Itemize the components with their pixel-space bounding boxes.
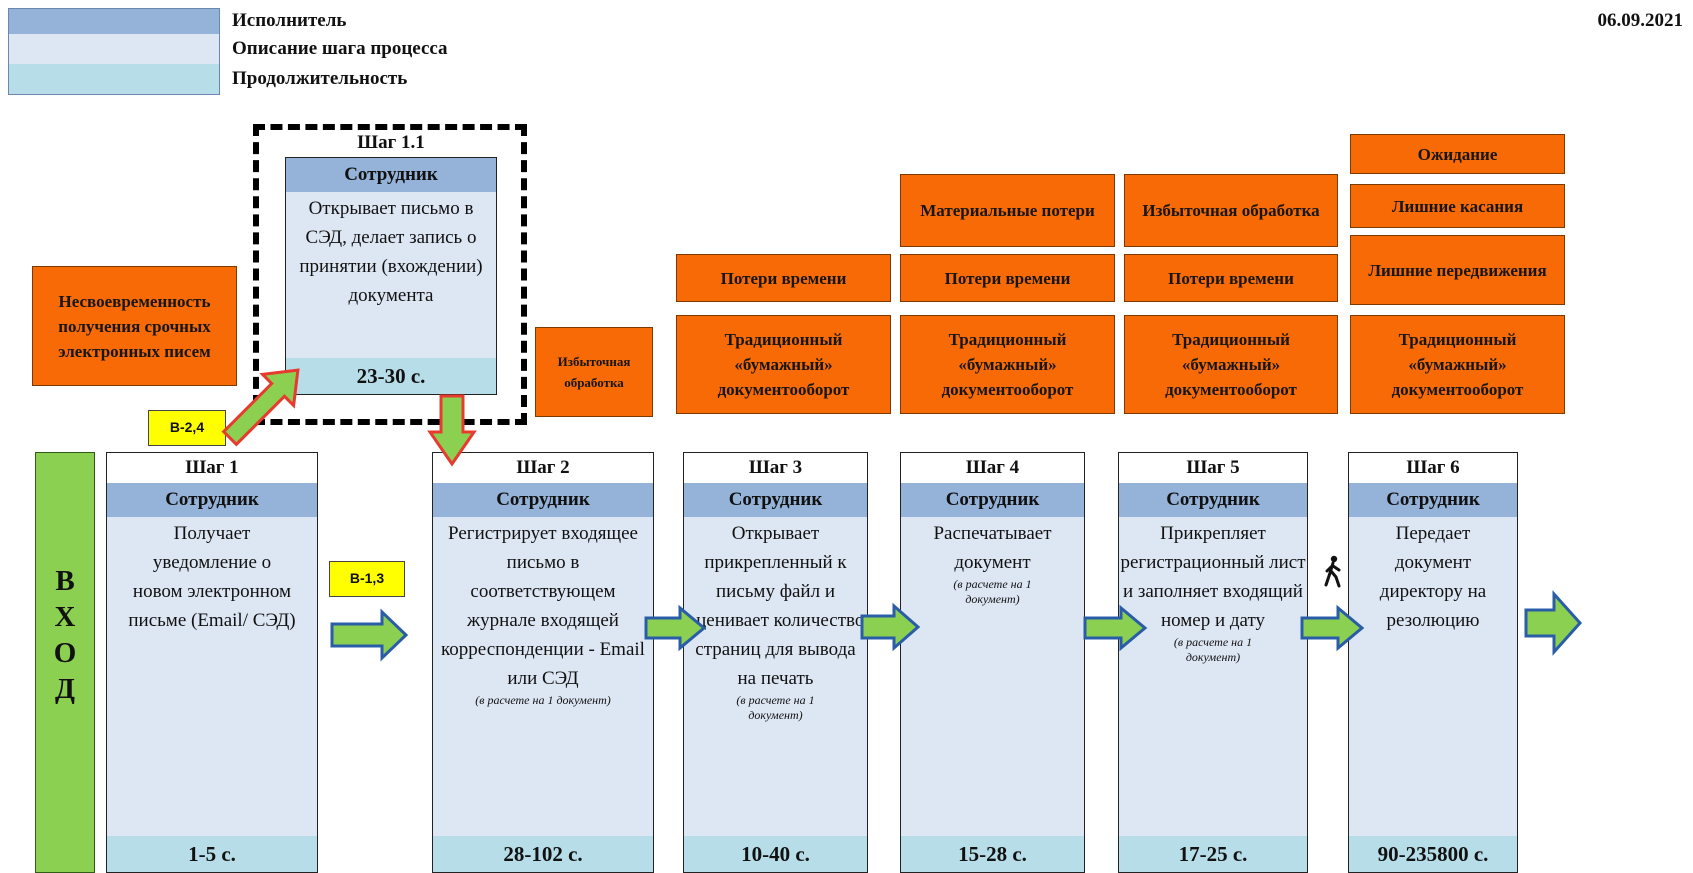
step-6-description: Передает документ директору на резолюцию bbox=[1379, 523, 1487, 631]
step-5-note: (в расчете на 1 документ) bbox=[1173, 635, 1253, 664]
step-1-1-card: Сотрудник Открывает письмо в СЭД, делает… bbox=[285, 157, 497, 395]
document-date: 06.09.2021 bbox=[1597, 10, 1684, 31]
issue-step6-touches: Лишние касания bbox=[1350, 184, 1565, 228]
badge-b24: В-2,4 bbox=[148, 410, 226, 446]
legend-swatch-duration bbox=[8, 64, 220, 95]
step-5-card: Шаг 5 Сотрудник Прикрепляет регистрацион… bbox=[1118, 452, 1308, 873]
step-5-title: Шаг 5 bbox=[1119, 453, 1307, 483]
step-4-title: Шаг 4 bbox=[901, 453, 1084, 483]
issue-step4-time: Потери времени bbox=[900, 254, 1115, 302]
step-5-description: Прикрепляет регистрационный лист и запол… bbox=[1119, 517, 1307, 665]
step-2-duration: 28-102 с. bbox=[433, 836, 653, 872]
input-letter: О bbox=[53, 637, 77, 669]
step-1-card: Шаг 1 Сотрудник Получает уведомление о н… bbox=[106, 452, 318, 873]
walking-person-icon bbox=[1322, 555, 1344, 588]
step-1-1-title: Шаг 1.1 bbox=[357, 132, 425, 153]
step-4-note: (в расчете на 1 документ) bbox=[953, 577, 1032, 606]
input-letter: В bbox=[55, 565, 75, 597]
step-2-description: Регистрирует входящее письмо в соответст… bbox=[433, 517, 653, 708]
issue-step5-excess: Избыточная обработка bbox=[1124, 174, 1338, 247]
branch-arrow-to-step-2 bbox=[427, 394, 477, 467]
step-5-role: Сотрудник bbox=[1119, 483, 1307, 517]
step-4-description-text: Распечатывает документ bbox=[933, 523, 1052, 573]
flow-arrow-5-6 bbox=[1300, 604, 1365, 652]
step-1-1-description: Открывает письмо в СЭД, делает запись о … bbox=[299, 198, 483, 306]
issue-step4-paper: Традиционный «бумажный» документооборот bbox=[900, 315, 1115, 414]
flow-arrow-6-next bbox=[1524, 590, 1583, 656]
step-6-title: Шаг 6 bbox=[1349, 453, 1517, 483]
flow-arrow-2-3 bbox=[644, 604, 707, 652]
step-1-title: Шаг 1 bbox=[107, 453, 317, 483]
issue-step5-time: Потери времени bbox=[1124, 254, 1338, 302]
input-letter: Х bbox=[54, 601, 76, 633]
step-1-role: Сотрудник bbox=[107, 483, 317, 517]
input-column: В Х О Д bbox=[35, 452, 95, 873]
step-3-description: Открывает прикрепленный к письму файл и … bbox=[684, 517, 867, 723]
step-4-card: Шаг 4 Сотрудник Распечатывает документ (… bbox=[900, 452, 1085, 873]
step-2-role: Сотрудник bbox=[433, 483, 653, 517]
flow-arrow-4-5 bbox=[1083, 604, 1148, 652]
step-1-duration: 1-5 с. bbox=[107, 836, 317, 872]
step-4-duration: 15-28 с. bbox=[901, 836, 1084, 872]
step-3-role: Сотрудник bbox=[684, 483, 867, 517]
legend-duration: Продолжительность bbox=[232, 68, 408, 89]
legend-swatch-description bbox=[8, 34, 220, 64]
issue-step4-material: Материальные потери bbox=[900, 174, 1115, 247]
step-3-note: (в расчете на 1 документ) bbox=[736, 693, 815, 722]
legend-performer: Исполнитель bbox=[232, 10, 347, 31]
step-1-description: Получает уведомление о новом электронном… bbox=[128, 523, 296, 631]
input-letter: Д bbox=[55, 673, 75, 705]
step-3-duration: 10-40 с. bbox=[684, 836, 867, 872]
step-4-description: Распечатывает документ (в расчете на 1 д… bbox=[901, 517, 1084, 607]
step-2-note: (в расчете на 1 документ) bbox=[475, 693, 611, 707]
step-1-1-frame bbox=[253, 124, 527, 425]
step-3-description-text: Открывает прикрепленный к письму файл и … bbox=[686, 523, 865, 689]
step-1-1-role: Сотрудник bbox=[286, 158, 496, 192]
step-6-role: Сотрудник bbox=[1349, 483, 1517, 517]
step-5-description-text: Прикрепляет регистрационный лист и запол… bbox=[1120, 523, 1306, 631]
issue-step6-movement: Лишние передвижения bbox=[1350, 235, 1565, 305]
step-2-card: Шаг 2 Сотрудник Регистрирует входящее пи… bbox=[432, 452, 654, 873]
step-5-duration: 17-25 с. bbox=[1119, 836, 1307, 872]
step-4-role: Сотрудник bbox=[901, 483, 1084, 517]
step-2-description-text: Регистрирует входящее письмо в соответст… bbox=[441, 523, 645, 689]
badge-b13: В-1,3 bbox=[329, 561, 405, 597]
flow-arrow-3-4 bbox=[860, 602, 921, 652]
legend-description: Описание шага процесса bbox=[232, 38, 448, 59]
flow-arrow-1-2 bbox=[330, 608, 409, 662]
legend-swatch-performer bbox=[8, 8, 220, 34]
step-6-card: Шаг 6 Сотрудник Передает документ директ… bbox=[1348, 452, 1518, 873]
step-3-card: Шаг 3 Сотрудник Открывает прикрепленный … bbox=[683, 452, 868, 873]
step-3-title: Шаг 3 bbox=[684, 453, 867, 483]
issue-step5-paper: Традиционный «бумажный» документооборот bbox=[1124, 315, 1338, 414]
issue-untimely: Несвоевременность получения срочных элек… bbox=[32, 266, 237, 386]
step-1-1-duration: 23-30 с. bbox=[286, 358, 496, 394]
step-6-duration: 90-235800 с. bbox=[1349, 836, 1517, 872]
issue-step3-paper: Традиционный «бумажный» документооборот bbox=[676, 315, 891, 414]
issue-step6-paper: Традиционный «бумажный» документооборот bbox=[1350, 315, 1565, 414]
branch-arrow-to-step-1-1 bbox=[221, 368, 300, 447]
issue-step6-wait: Ожидание bbox=[1350, 134, 1565, 174]
step-2-title: Шаг 2 bbox=[433, 453, 653, 483]
issue-step3-time: Потери времени bbox=[676, 254, 891, 302]
issue-excess-processing-small: Избыточная обработка bbox=[535, 327, 653, 417]
